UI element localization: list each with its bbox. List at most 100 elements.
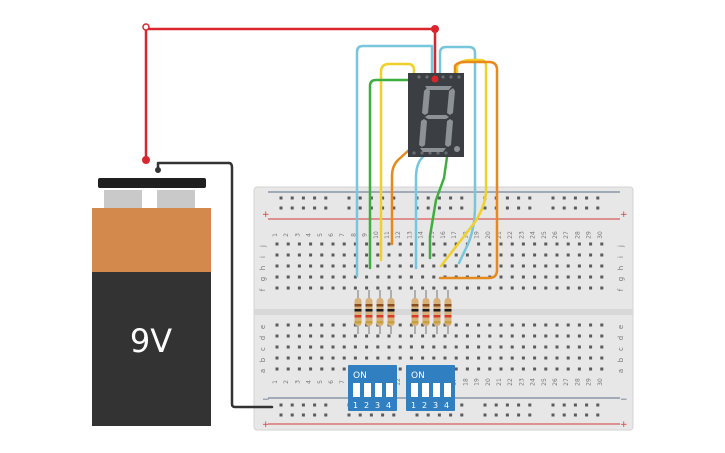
breadboard-hole[interactable] bbox=[279, 413, 283, 417]
breadboard-hole[interactable] bbox=[398, 286, 402, 290]
breadboard-hole[interactable] bbox=[460, 413, 464, 417]
display-pin[interactable] bbox=[428, 151, 432, 155]
breadboard-hole[interactable] bbox=[477, 323, 481, 327]
breadboard-hole[interactable] bbox=[600, 356, 604, 360]
breadboard-hole[interactable] bbox=[286, 286, 290, 290]
breadboard-hole[interactable] bbox=[409, 323, 413, 327]
breadboard-hole[interactable] bbox=[589, 242, 593, 246]
breadboard-hole[interactable] bbox=[589, 345, 593, 349]
breadboard-hole[interactable] bbox=[566, 345, 570, 349]
breadboard-hole[interactable] bbox=[460, 403, 464, 407]
breadboard-hole[interactable] bbox=[494, 403, 498, 407]
breadboard-hole[interactable] bbox=[392, 206, 396, 210]
breadboard-hole[interactable] bbox=[331, 275, 335, 279]
breadboard-hole[interactable] bbox=[409, 264, 413, 268]
breadboard-hole[interactable] bbox=[477, 334, 481, 338]
breadboard-hole[interactable] bbox=[589, 253, 593, 257]
resistor-array[interactable] bbox=[354, 290, 452, 334]
resistor[interactable] bbox=[365, 290, 373, 334]
breadboard-hole[interactable] bbox=[577, 367, 581, 371]
breadboard-hole[interactable] bbox=[275, 334, 279, 338]
breadboard-hole[interactable] bbox=[398, 323, 402, 327]
breadboard-hole[interactable] bbox=[324, 206, 328, 210]
resistor[interactable] bbox=[422, 290, 430, 334]
breadboard-hole[interactable] bbox=[589, 264, 593, 268]
breadboard-hole[interactable] bbox=[555, 367, 559, 371]
breadboard-hole[interactable] bbox=[324, 196, 328, 200]
breadboard-hole[interactable] bbox=[275, 323, 279, 327]
breadboard-hole[interactable] bbox=[398, 264, 402, 268]
breadboard-hole[interactable] bbox=[409, 356, 413, 360]
breadboard-hole[interactable] bbox=[342, 345, 346, 349]
breadboard-hole[interactable] bbox=[309, 345, 313, 349]
breadboard-hole[interactable] bbox=[555, 356, 559, 360]
breadboard-hole[interactable] bbox=[533, 275, 537, 279]
breadboard-hole[interactable] bbox=[510, 264, 514, 268]
breadboard-hole[interactable] bbox=[577, 323, 581, 327]
breadboard-hole[interactable] bbox=[510, 334, 514, 338]
breadboard-hole[interactable] bbox=[342, 286, 346, 290]
breadboard-hole[interactable] bbox=[488, 242, 492, 246]
breadboard-hole[interactable] bbox=[353, 356, 357, 360]
breadboard-hole[interactable] bbox=[286, 345, 290, 349]
breadboard-hole[interactable] bbox=[573, 196, 577, 200]
breadboard-hole[interactable] bbox=[521, 345, 525, 349]
breadboard-hole[interactable] bbox=[275, 367, 279, 371]
breadboard-hole[interactable] bbox=[313, 413, 317, 417]
breadboard-hole[interactable] bbox=[432, 334, 436, 338]
breadboard-hole[interactable] bbox=[499, 323, 503, 327]
breadboard-hole[interactable] bbox=[443, 286, 447, 290]
display-pin[interactable] bbox=[444, 151, 448, 155]
battery-terminal-right[interactable] bbox=[157, 190, 195, 208]
breadboard-hole[interactable] bbox=[477, 345, 481, 349]
breadboard-hole[interactable] bbox=[376, 264, 380, 268]
display-pin[interactable] bbox=[417, 75, 421, 79]
breadboard-hole[interactable] bbox=[555, 275, 559, 279]
wire-green-2[interactable] bbox=[428, 148, 450, 260]
breadboard-hole[interactable] bbox=[566, 334, 570, 338]
breadboard-hole[interactable] bbox=[488, 286, 492, 290]
breadboard-hole[interactable] bbox=[465, 264, 469, 268]
breadboard-hole[interactable] bbox=[376, 286, 380, 290]
breadboard-hole[interactable] bbox=[320, 242, 324, 246]
breadboard-hole[interactable] bbox=[589, 367, 593, 371]
display-pin[interactable] bbox=[412, 151, 416, 155]
breadboard-hole[interactable] bbox=[365, 275, 369, 279]
breadboard-hole[interactable] bbox=[555, 334, 559, 338]
breadboard-hole[interactable] bbox=[309, 334, 313, 338]
breadboard-hole[interactable] bbox=[510, 345, 514, 349]
breadboard-hole[interactable] bbox=[331, 367, 335, 371]
breadboard-hole[interactable] bbox=[286, 253, 290, 257]
breadboard-hole[interactable] bbox=[521, 356, 525, 360]
breadboard-hole[interactable] bbox=[454, 334, 458, 338]
breadboard-hole[interactable] bbox=[365, 253, 369, 257]
breadboard-hole[interactable] bbox=[488, 323, 492, 327]
breadboard-hole[interactable] bbox=[369, 196, 373, 200]
breadboard-hole[interactable] bbox=[596, 413, 600, 417]
breadboard-hole[interactable] bbox=[426, 206, 430, 210]
breadboard-hole[interactable] bbox=[432, 242, 436, 246]
breadboard-hole[interactable] bbox=[331, 242, 335, 246]
breadboard-hole[interactable] bbox=[275, 264, 279, 268]
breadboard-hole[interactable] bbox=[443, 253, 447, 257]
display-pin[interactable] bbox=[457, 75, 461, 79]
dip-toggle-1[interactable] bbox=[353, 383, 360, 397]
breadboard-hole[interactable] bbox=[477, 242, 481, 246]
breadboard-hole[interactable] bbox=[600, 334, 604, 338]
breadboard-hole[interactable] bbox=[589, 356, 593, 360]
breadboard-hole[interactable] bbox=[533, 264, 537, 268]
breadboard-hole[interactable] bbox=[342, 367, 346, 371]
breadboard-hole[interactable] bbox=[596, 206, 600, 210]
breadboard-hole[interactable] bbox=[589, 286, 593, 290]
breadboard-hole[interactable] bbox=[392, 413, 396, 417]
breadboard-hole[interactable] bbox=[483, 403, 487, 407]
breadboard-hole[interactable] bbox=[600, 367, 604, 371]
breadboard-hole[interactable] bbox=[555, 286, 559, 290]
breadboard-hole[interactable] bbox=[320, 367, 324, 371]
breadboard-hole[interactable] bbox=[376, 275, 380, 279]
breadboard-hole[interactable] bbox=[426, 196, 430, 200]
breadboard-hole[interactable] bbox=[510, 323, 514, 327]
breadboard-hole[interactable] bbox=[297, 286, 301, 290]
breadboard-hole[interactable] bbox=[449, 206, 453, 210]
breadboard-hole[interactable] bbox=[313, 196, 317, 200]
